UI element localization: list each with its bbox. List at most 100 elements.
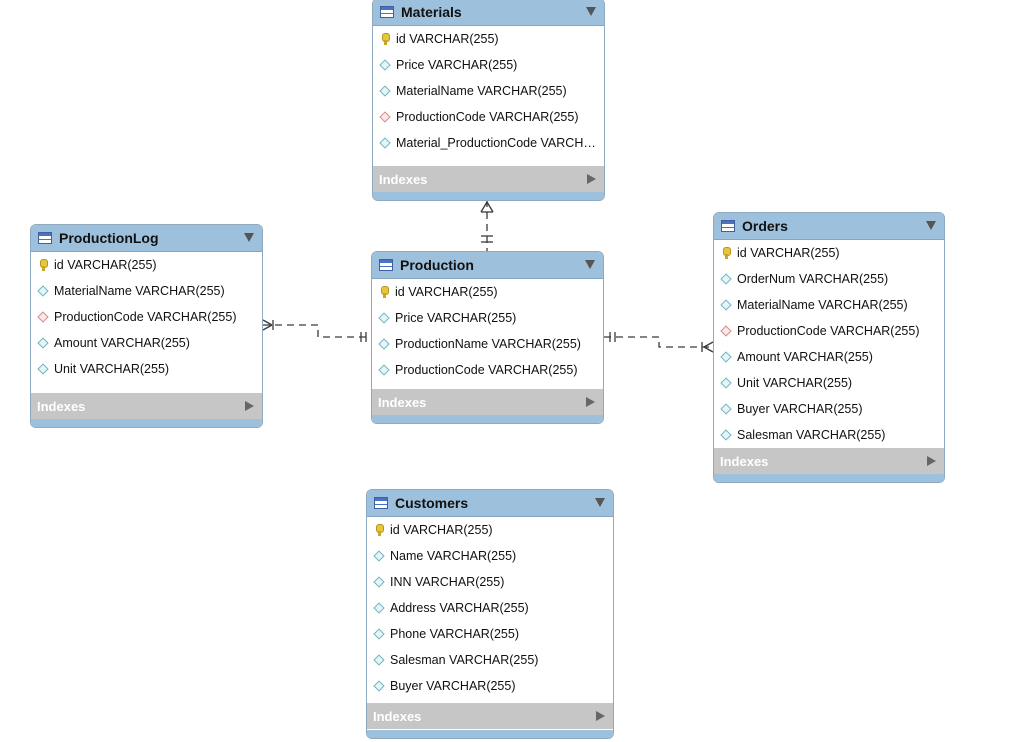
attribute-diamond-icon — [719, 428, 735, 442]
expand-arrow-icon[interactable] — [586, 397, 595, 407]
expand-arrow-icon[interactable] — [596, 711, 605, 721]
attribute-diamond-icon — [372, 653, 388, 667]
column-row[interactable]: MaterialName VARCHAR(255) — [31, 278, 262, 304]
indexes-label: Indexes — [378, 394, 427, 410]
attribute-diamond-icon — [378, 136, 394, 150]
column-label: Buyer VARCHAR(255) — [737, 402, 863, 416]
column-label: id VARCHAR(255) — [396, 32, 499, 46]
column-row[interactable]: Unit VARCHAR(255) — [31, 356, 262, 382]
table-icon — [38, 232, 52, 244]
table-name: ProductionLog — [59, 230, 159, 246]
table-header[interactable]: Production — [372, 252, 603, 279]
column-list: id VARCHAR(255) Price VARCHAR(255) Produ… — [372, 279, 603, 383]
column-row[interactable]: Name VARCHAR(255) — [367, 543, 613, 569]
attribute-diamond-icon — [719, 376, 735, 390]
column-row[interactable]: id VARCHAR(255) — [372, 279, 603, 305]
attribute-diamond-icon — [36, 284, 52, 298]
column-row[interactable]: id VARCHAR(255) — [373, 26, 604, 52]
column-row[interactable]: Buyer VARCHAR(255) — [714, 396, 944, 422]
column-label: Amount VARCHAR(255) — [54, 336, 190, 350]
collapse-chevron-icon[interactable] — [244, 233, 254, 242]
table-orders[interactable]: Orders id VARCHAR(255) OrderNum VARCHAR(… — [713, 212, 945, 483]
column-row[interactable]: ProductionName VARCHAR(255) — [372, 331, 603, 357]
column-label: Address VARCHAR(255) — [390, 601, 529, 615]
indexes-section[interactable]: Indexes — [373, 166, 604, 192]
primary-key-icon — [719, 246, 735, 260]
column-list: id VARCHAR(255) MaterialName VARCHAR(255… — [31, 252, 262, 382]
attribute-diamond-icon — [377, 311, 393, 325]
collapse-chevron-icon[interactable] — [586, 7, 596, 16]
column-row[interactable]: Amount VARCHAR(255) — [31, 330, 262, 356]
expand-arrow-icon[interactable] — [927, 456, 936, 466]
column-row[interactable]: Buyer VARCHAR(255) — [367, 673, 613, 699]
attribute-diamond-icon — [36, 362, 52, 376]
column-row[interactable]: ProductionCode VARCHAR(255) — [372, 357, 603, 383]
column-label: OrderNum VARCHAR(255) — [737, 272, 889, 286]
attribute-diamond-icon — [377, 363, 393, 377]
column-row[interactable]: Salesman VARCHAR(255) — [367, 647, 613, 673]
table-header[interactable]: Customers — [367, 490, 613, 517]
table-productionlog[interactable]: ProductionLog id VARCHAR(255) MaterialNa… — [30, 224, 263, 428]
collapse-chevron-icon[interactable] — [926, 221, 936, 230]
attribute-diamond-icon — [372, 679, 388, 693]
indexes-section[interactable]: Indexes — [31, 393, 262, 419]
table-footer — [373, 192, 604, 200]
table-header[interactable]: ProductionLog — [31, 225, 262, 252]
column-label: id VARCHAR(255) — [54, 258, 157, 272]
column-row[interactable]: ProductionCode VARCHAR(255) — [373, 104, 604, 130]
column-row[interactable]: Amount VARCHAR(255) — [714, 344, 944, 370]
column-label: id VARCHAR(255) — [737, 246, 840, 260]
column-row[interactable]: Price VARCHAR(255) — [373, 52, 604, 78]
column-label: Salesman VARCHAR(255) — [390, 653, 539, 667]
attribute-diamond-icon — [719, 350, 735, 364]
column-row[interactable]: ProductionCode VARCHAR(255) — [714, 318, 944, 344]
column-row[interactable]: OrderNum VARCHAR(255) — [714, 266, 944, 292]
column-row[interactable]: id VARCHAR(255) — [367, 517, 613, 543]
table-icon — [379, 259, 393, 271]
column-row[interactable]: id VARCHAR(255) — [31, 252, 262, 278]
relationship-materials-production — [480, 200, 494, 252]
column-row[interactable]: Address VARCHAR(255) — [367, 595, 613, 621]
column-label: MaterialName VARCHAR(255) — [54, 284, 225, 298]
foreign-key-diamond-icon — [36, 310, 52, 324]
column-row[interactable]: ProductionCode VARCHAR(255) — [31, 304, 262, 330]
column-label: Unit VARCHAR(255) — [54, 362, 170, 376]
expand-arrow-icon[interactable] — [587, 174, 596, 184]
expand-arrow-icon[interactable] — [245, 401, 254, 411]
column-row[interactable]: Phone VARCHAR(255) — [367, 621, 613, 647]
indexes-section[interactable]: Indexes — [714, 448, 944, 474]
column-row[interactable]: Price VARCHAR(255) — [372, 305, 603, 331]
column-row[interactable]: MaterialName VARCHAR(255) — [714, 292, 944, 318]
column-label: ProductionCode VARCHAR(255) — [396, 110, 579, 124]
table-customers[interactable]: Customers id VARCHAR(255) Name VARCHAR(2… — [366, 489, 614, 739]
column-label: Buyer VARCHAR(255) — [390, 679, 516, 693]
table-production[interactable]: Production id VARCHAR(255) Price VARCHAR… — [371, 251, 604, 424]
column-label: Price VARCHAR(255) — [395, 311, 517, 325]
indexes-section[interactable]: Indexes — [372, 389, 603, 415]
collapse-chevron-icon[interactable] — [595, 498, 605, 507]
column-label: Phone VARCHAR(255) — [390, 627, 519, 641]
table-footer — [714, 474, 944, 482]
column-label: INN VARCHAR(255) — [390, 575, 505, 589]
column-list: id VARCHAR(255) OrderNum VARCHAR(255) Ma… — [714, 240, 944, 448]
primary-key-icon — [378, 32, 394, 46]
collapse-chevron-icon[interactable] — [585, 260, 595, 269]
table-header[interactable]: Orders — [714, 213, 944, 240]
column-label: Price VARCHAR(255) — [396, 58, 518, 72]
column-row[interactable]: id VARCHAR(255) — [714, 240, 944, 266]
table-footer — [31, 419, 262, 427]
table-footer — [367, 730, 613, 738]
column-row[interactable]: Material_ProductionCode VARCHAR... — [373, 130, 604, 156]
relationship-productionlog-production — [262, 319, 372, 342]
column-row[interactable]: MaterialName VARCHAR(255) — [373, 78, 604, 104]
indexes-label: Indexes — [373, 708, 422, 724]
table-materials[interactable]: Materials id VARCHAR(255) Price VARCHAR(… — [372, 0, 605, 201]
column-row[interactable]: Unit VARCHAR(255) — [714, 370, 944, 396]
indexes-section[interactable]: Indexes — [367, 703, 613, 729]
column-row[interactable]: Salesman VARCHAR(255) — [714, 422, 944, 448]
column-row[interactable]: INN VARCHAR(255) — [367, 569, 613, 595]
foreign-key-diamond-icon — [719, 324, 735, 338]
table-name: Production — [400, 257, 474, 273]
attribute-diamond-icon — [372, 601, 388, 615]
table-header[interactable]: Materials — [373, 0, 604, 26]
